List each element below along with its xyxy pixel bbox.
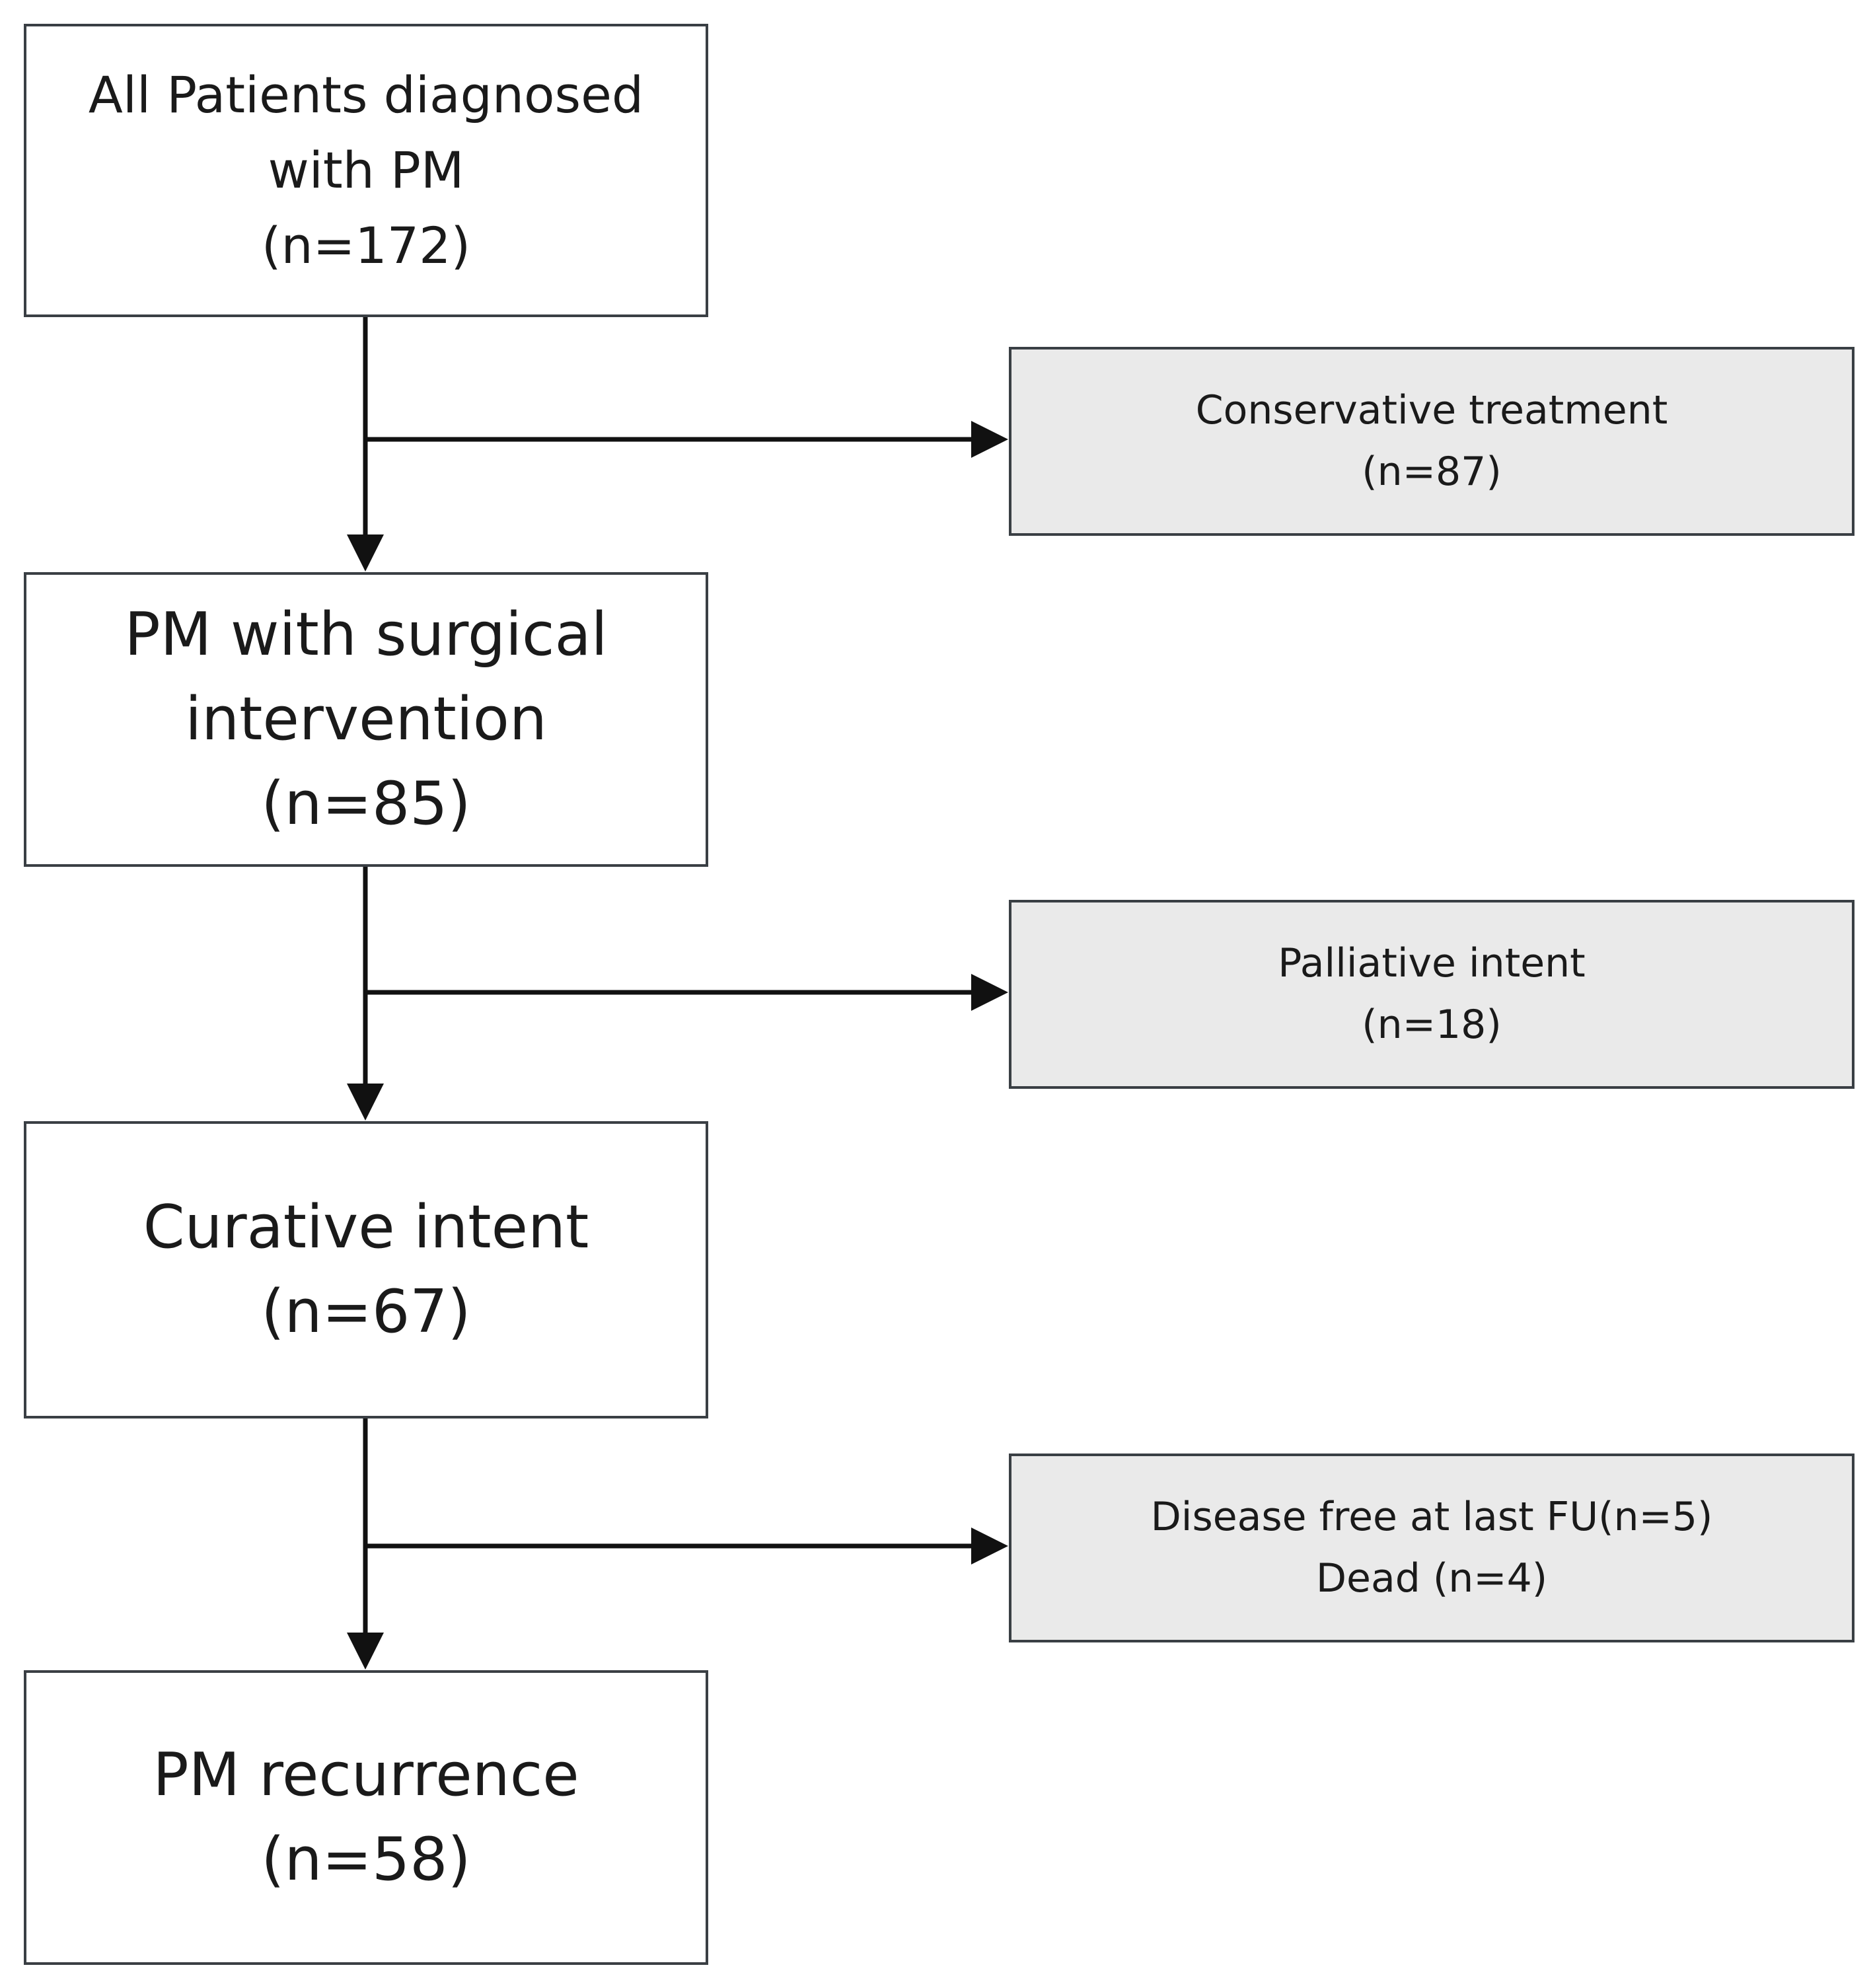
box-count: (n=58) xyxy=(261,1825,471,1894)
box-label-line: with PM xyxy=(268,141,464,200)
box-label-line: intervention xyxy=(185,684,547,755)
box-count: (n=18) xyxy=(1362,1002,1502,1048)
pm-recurrence-box: PM recurrence (n=58) xyxy=(24,1670,708,1965)
box-count: (n=67) xyxy=(261,1277,471,1346)
box-label-line: Dead (n=4) xyxy=(1315,1555,1548,1601)
outcomes-box: Disease free at last FU(n=5) Dead (n=4) xyxy=(1009,1454,1855,1642)
box-label-line: Disease free at last FU(n=5) xyxy=(1150,1494,1713,1540)
box-label-line: Curative intent xyxy=(143,1193,589,1263)
curative-intent-box: Curative intent (n=67) xyxy=(24,1121,708,1418)
palliative-intent-box: Palliative intent (n=18) xyxy=(1009,900,1855,1089)
conservative-treatment-box: Conservative treatment (n=87) xyxy=(1009,347,1855,536)
box-label-line: Conservative treatment xyxy=(1195,387,1668,433)
box-label-line: All Patients diagnosed xyxy=(88,65,644,124)
box-count: (n=87) xyxy=(1362,449,1502,495)
box-count: (n=172) xyxy=(261,216,471,275)
box-count: (n=85) xyxy=(261,768,471,838)
all-patients-box: All Patients diagnosed with PM (n=172) xyxy=(24,24,708,317)
box-label-line: PM with surgical xyxy=(124,600,608,670)
surgical-intervention-box: PM with surgical intervention (n=85) xyxy=(24,572,708,867)
box-label-line: PM recurrence xyxy=(153,1740,579,1810)
box-label-line: Palliative intent xyxy=(1278,940,1586,986)
